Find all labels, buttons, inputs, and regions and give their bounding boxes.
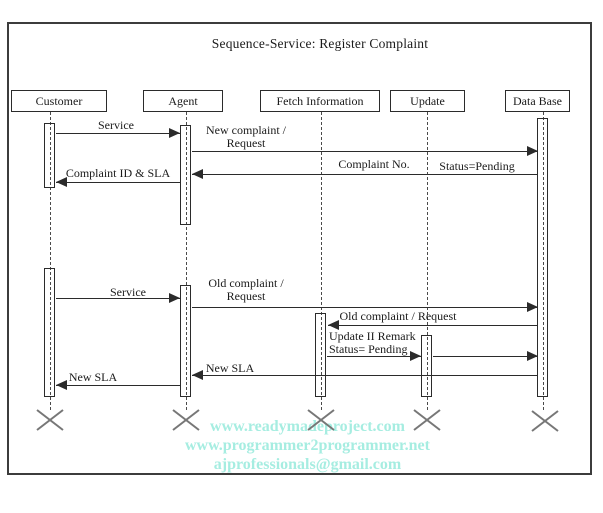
message-label-new-sla-db: New SLA <box>205 361 255 375</box>
activation-update <box>421 335 432 397</box>
actor-box-agent: Agent <box>143 90 223 112</box>
activation-customer-1 <box>44 123 55 188</box>
message-line-complaint-no <box>192 174 537 175</box>
message-label-old-complaint: Old complaint / Request <box>196 277 296 303</box>
activation-fetch-information <box>315 313 326 397</box>
message-line-new-complaint <box>192 151 537 152</box>
message-label-service-2: Service <box>110 285 146 299</box>
watermark: www.readymadeproject.com www.programmer2… <box>100 417 515 474</box>
message-label-update-remark-line1: Update II Remark <box>329 329 416 343</box>
destruction-x-icon-update <box>412 408 442 432</box>
watermark-line2: www.programmer2programmer.net <box>185 437 430 454</box>
message-line-complaint-id-sla <box>56 182 180 183</box>
actor-box-database: Data Base <box>505 90 570 112</box>
lifeline-agent <box>186 112 187 410</box>
arrowhead-icon <box>410 351 421 361</box>
arrowhead-icon <box>527 146 538 156</box>
arrowhead-icon <box>527 351 538 361</box>
arrowhead-icon <box>328 320 339 330</box>
message-label-complaint-no: Complaint No. <box>338 157 410 171</box>
message-label-update-remark-line2: Status= Pending <box>329 342 408 356</box>
watermark-line3: ajprofessionals@gmail.com <box>213 456 402 473</box>
message-label-update-remark: Update II Remark Status= Pending <box>329 330 421 356</box>
watermark-line1: www.readymadeproject.com <box>210 418 405 435</box>
message-line-new-sla-db <box>192 375 537 376</box>
message-line-service-1 <box>56 133 180 134</box>
message-label-status-pending: Status=Pending <box>439 159 515 173</box>
actor-label-agent: Agent <box>168 93 198 108</box>
message-label-old-complaint-request: Old complaint / Request <box>339 309 457 323</box>
message-label-new-complaint: New complaint / Request <box>196 124 296 150</box>
destruction-x-icon-agent <box>171 408 201 432</box>
message-line-old-complaint <box>192 307 537 308</box>
arrowhead-icon <box>169 293 180 303</box>
message-line-service-2 <box>56 298 180 299</box>
arrowhead-icon <box>56 177 67 187</box>
message-label-new-sla-customer: New SLA <box>68 370 118 384</box>
message-line-update-to-database <box>433 356 537 357</box>
actor-label-fetch-information: Fetch Information <box>276 93 364 108</box>
diagram-title: Sequence-Service: Register Complaint <box>211 36 429 51</box>
destruction-x-icon-database <box>530 409 560 433</box>
activation-customer-2 <box>44 268 55 397</box>
actor-label-update: Update <box>410 93 445 108</box>
destruction-x-icon-fetch-information <box>306 408 336 432</box>
lifeline-customer <box>50 112 51 410</box>
activation-agent-2 <box>180 285 191 397</box>
message-label-old-complaint-line1: Old complaint / <box>208 276 284 290</box>
actor-label-database: Data Base <box>513 93 562 108</box>
destruction-x-icon-customer <box>35 408 65 432</box>
arrowhead-icon <box>192 169 203 179</box>
message-label-new-complaint-line2: Request <box>226 136 266 150</box>
actor-label-customer: Customer <box>35 93 83 108</box>
arrowhead-icon <box>169 128 180 138</box>
lifeline-database <box>543 112 544 410</box>
actor-box-update: Update <box>390 90 465 112</box>
message-label-old-complaint-line2: Request <box>226 289 266 303</box>
actor-box-customer: Customer <box>11 90 107 112</box>
activation-database <box>537 118 548 397</box>
lifeline-fetch-information <box>321 112 322 410</box>
message-line-old-complaint-request <box>328 325 537 326</box>
message-label-service-1: Service <box>98 118 134 132</box>
arrowhead-icon <box>527 302 538 312</box>
message-label-new-complaint-line1: New complaint / <box>206 123 286 137</box>
message-line-update-remark <box>327 356 421 357</box>
arrowhead-icon <box>192 370 203 380</box>
lifeline-update <box>427 112 428 410</box>
arrowhead-icon <box>56 380 67 390</box>
actor-box-fetch-information: Fetch Information <box>260 90 380 112</box>
activation-agent-1 <box>180 125 191 225</box>
message-label-complaint-id-sla: Complaint ID & SLA <box>65 166 171 180</box>
message-line-new-sla-customer <box>56 385 180 386</box>
